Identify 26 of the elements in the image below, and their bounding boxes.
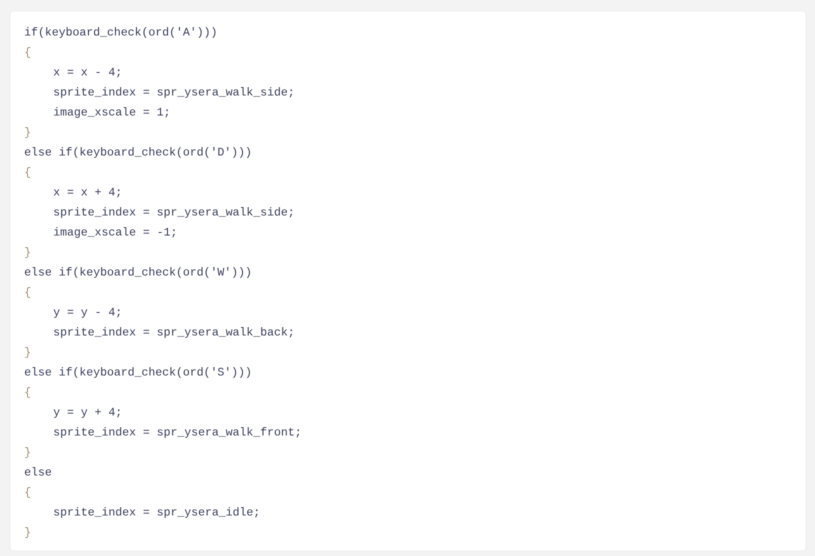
code-line: image_xscale = 1;: [54, 107, 168, 118]
code-line: {: [25, 287, 30, 298]
code-line: sprite_index = spr_ysera_walk_side;: [54, 207, 292, 218]
code-line: sprite_index = spr_ysera_idle;: [54, 507, 258, 518]
code-line: }: [25, 247, 30, 258]
code-line: else if(keyboard_check(ord('S'))): [24, 367, 250, 378]
code-line: x = x - 4;: [54, 68, 120, 78]
code-line: {: [25, 387, 30, 398]
code-line: else: [24, 467, 52, 476]
code-line: image_xscale = -1;: [54, 227, 175, 238]
code-line: else if(keyboard_check(ord('D'))): [24, 147, 250, 158]
code-line: }: [25, 447, 30, 458]
code-line: {: [25, 487, 30, 498]
code-line: else if(keyboard_check(ord('W'))): [24, 267, 250, 278]
code-line: sprite_index = spr_ysera_walk_back;: [54, 327, 292, 338]
code-line: y = y - 4;: [54, 308, 120, 318]
code-line: sprite_index = spr_ysera_walk_side;: [54, 87, 292, 98]
code-line: }: [25, 527, 30, 538]
code-line: if(keyboard_check(ord('A'))): [25, 27, 216, 38]
code-line: sprite_index = spr_ysera_walk_front;: [54, 427, 300, 438]
code-line: }: [25, 127, 30, 138]
code-line: }: [25, 347, 30, 358]
code-line: y = y + 4;: [54, 408, 120, 418]
code-line: {: [25, 47, 30, 58]
code-line: x = x + 4;: [54, 188, 120, 198]
code-line: {: [25, 167, 30, 178]
